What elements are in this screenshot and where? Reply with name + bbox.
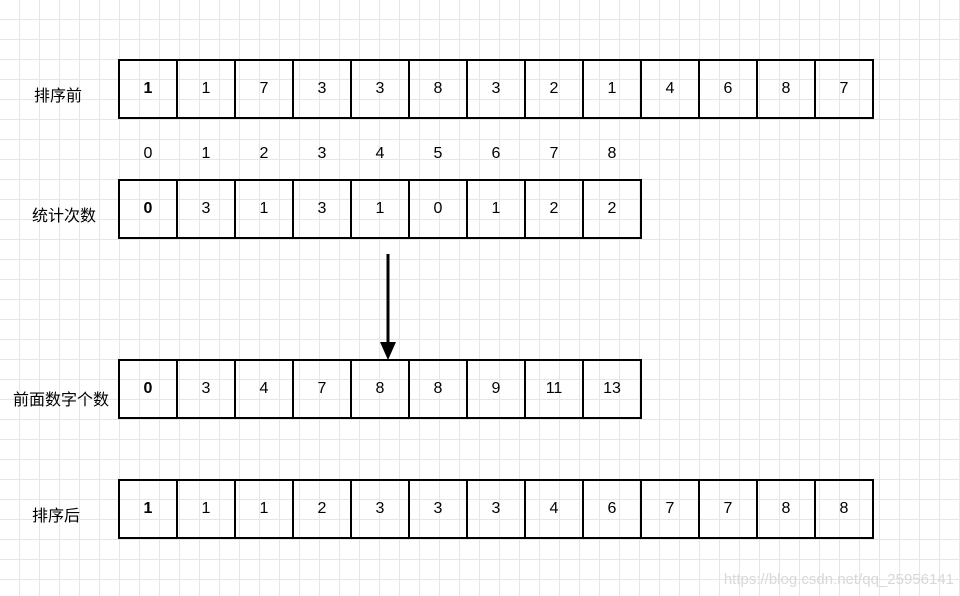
array-cell: 3: [292, 59, 352, 119]
array-cell: 1: [234, 479, 294, 539]
array-cell: 2: [582, 179, 642, 239]
watermark: https://blog.csdn.net/qq_25956141: [723, 571, 954, 588]
array-cell: 4: [234, 359, 294, 419]
index-label: 4: [375, 145, 385, 162]
array-cell: 2: [524, 179, 584, 239]
array-cell: 7: [698, 479, 758, 539]
index-label: 5: [433, 145, 443, 162]
row-label-prefix: 前面数字个数: [13, 390, 110, 409]
index-label: 8: [607, 145, 617, 162]
down-arrow-icon: [380, 254, 396, 360]
array-cell: 3: [176, 359, 236, 419]
array-cell: 7: [814, 59, 874, 119]
array-cell: 1: [582, 59, 642, 119]
array-cell: 4: [640, 59, 700, 119]
array-cell: 3: [350, 479, 410, 539]
array-cell: 0: [118, 179, 178, 239]
array-cell: 4: [524, 479, 584, 539]
array-cell: 7: [234, 59, 294, 119]
row-label-count: 统计次数: [32, 206, 97, 225]
index-labels: 0 1 2 3 4 5 6 7 8: [119, 145, 641, 163]
array-cell: 1: [118, 59, 178, 119]
index-label: 3: [317, 145, 327, 162]
array-cell: 8: [408, 359, 468, 419]
array-cell: 9: [466, 359, 526, 419]
array-cell: 8: [756, 479, 816, 539]
array-cell: 2: [524, 59, 584, 119]
array-cell: 8: [408, 59, 468, 119]
array-cell: 1: [350, 179, 410, 239]
array-cell: 3: [408, 479, 468, 539]
array-cell: 3: [292, 179, 352, 239]
array-cell: 0: [118, 359, 178, 419]
index-label: 7: [549, 145, 559, 162]
index-label: 1: [201, 145, 211, 162]
index-label: 0: [143, 145, 153, 162]
array-cell: 8: [814, 479, 874, 539]
array-cell: 8: [756, 59, 816, 119]
row-label-after: 排序后: [32, 506, 81, 525]
array-cell: 1: [118, 479, 178, 539]
array-cell: 1: [234, 179, 294, 239]
array-cell: 8: [350, 359, 410, 419]
array-cell: 2: [292, 479, 352, 539]
array-cell: 1: [466, 179, 526, 239]
row-label-before: 排序前: [34, 86, 83, 105]
array-cell: 3: [466, 479, 526, 539]
array-cell: 13: [582, 359, 642, 419]
index-label: 6: [491, 145, 501, 162]
array-cell: 7: [292, 359, 352, 419]
array-cell: 6: [698, 59, 758, 119]
array-cell: 3: [466, 59, 526, 119]
array-cell: 3: [176, 179, 236, 239]
array-cell: 1: [176, 59, 236, 119]
array-cell: 0: [408, 179, 468, 239]
array-cell: 7: [640, 479, 700, 539]
index-label: 2: [259, 145, 269, 162]
array-cell: 6: [582, 479, 642, 539]
array-cell: 11: [524, 359, 584, 419]
array-cell: 3: [350, 59, 410, 119]
array-cell: 1: [176, 479, 236, 539]
